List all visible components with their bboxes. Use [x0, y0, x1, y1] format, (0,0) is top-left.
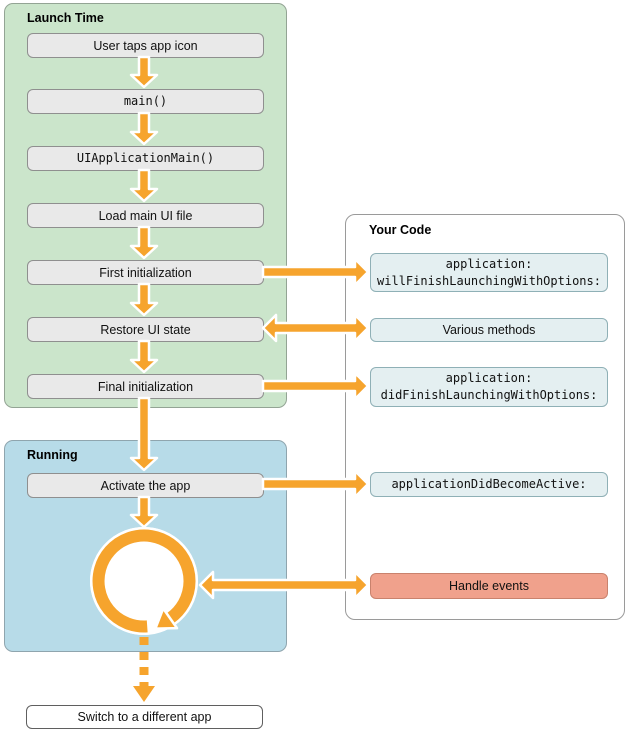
node-final-initialization: Final initialization: [27, 374, 264, 399]
launch-time-panel: Launch Time User taps app icon main() UI…: [4, 3, 287, 408]
node-label: Restore UI state: [100, 322, 191, 337]
node-label: UIApplicationMain(): [76, 151, 215, 165]
node-activate-the-app: Activate the app: [27, 473, 264, 498]
node-did-finish-launching: application: didFinishLaunchingWithOptio…: [370, 367, 608, 407]
node-label: Final initialization: [97, 379, 194, 394]
node-label-line2: didFinishLaunchingWithOptions:: [380, 388, 598, 402]
node-first-initialization: First initialization: [27, 260, 264, 285]
node-label: Activate the app: [100, 478, 191, 493]
launch-time-title: Launch Time: [27, 11, 104, 25]
node-label: Switch to a different app: [77, 710, 212, 724]
running-title: Running: [27, 448, 78, 462]
node-various-methods: Various methods: [370, 318, 608, 342]
node-main: main(): [27, 89, 264, 114]
event-loop-line2: Loop: [131, 580, 159, 594]
node-label: Load main UI file: [98, 208, 193, 223]
node-handle-events: Handle events: [370, 573, 608, 599]
node-switch-to-a-different-app: Switch to a different app: [26, 705, 263, 729]
node-user-taps-app-icon: User taps app icon: [27, 33, 264, 58]
node-label: User taps app icon: [93, 38, 198, 53]
your-code-title: Your Code: [369, 223, 432, 237]
node-label: main(): [123, 94, 168, 108]
your-code-panel: Your Code application: willFinishLaunchi…: [345, 214, 625, 620]
node-label-line1: application:: [445, 371, 533, 385]
node-restore-ui-state: Restore UI state: [27, 317, 264, 342]
node-will-finish-launching: application: willFinishLaunchingWithOpti…: [370, 253, 608, 292]
node-label: First initialization: [99, 265, 192, 280]
node-label: Handle events: [449, 579, 529, 593]
event-loop-line1: Event: [129, 565, 161, 579]
running-panel: Running Activate the app Event Loop: [4, 440, 287, 652]
event-loop-label: Event Loop: [65, 565, 225, 595]
node-label-line2: willFinishLaunchingWithOptions:: [377, 273, 601, 288]
node-label: applicationDidBecomeActive:: [391, 477, 587, 491]
node-application-did-become-active: applicationDidBecomeActive:: [370, 472, 608, 497]
node-uiapplicationmain: UIApplicationMain(): [27, 146, 264, 171]
node-label-line1: application:: [445, 256, 533, 271]
node-load-main-ui-file: Load main UI file: [27, 203, 264, 228]
arrow-event-loop-to-switch-head: [133, 686, 155, 702]
node-label: Various methods: [442, 323, 536, 337]
